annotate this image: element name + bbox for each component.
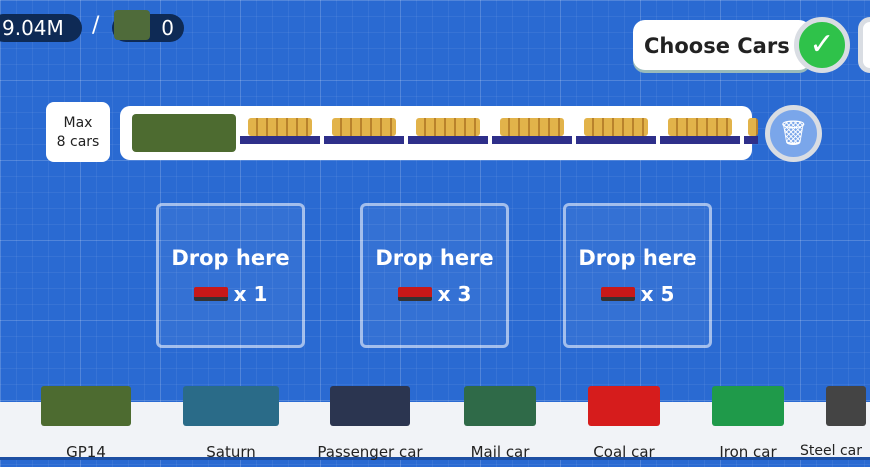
item-label: Iron car <box>719 443 777 461</box>
shelf-item-steel-car[interactable]: Steel car <box>800 386 870 459</box>
trash-button[interactable]: 🗑 <box>765 105 822 162</box>
log-car[interactable] <box>240 118 320 148</box>
drop-zone-3[interactable]: Drop here x 5 <box>563 203 712 348</box>
check-icon: ✓ <box>809 27 835 62</box>
extra-button[interactable] <box>858 17 870 73</box>
locomotive-gp14[interactable] <box>132 114 236 152</box>
item-label: Passenger car <box>317 443 423 461</box>
mail-car-icon <box>464 386 536 426</box>
log-car[interactable] <box>408 118 488 148</box>
shelf-item-gp14[interactable]: GP14 <box>16 386 156 461</box>
saturn-icon <box>183 386 279 426</box>
money-value: 9.04M <box>2 16 64 40</box>
choose-cars-label: Choose Cars <box>644 34 790 58</box>
coal-car-icon <box>193 287 228 301</box>
log-car[interactable] <box>492 118 572 148</box>
shelf-item-coal-car[interactable]: Coal car <box>554 386 694 461</box>
drop-label: Drop here <box>375 246 494 270</box>
passenger-car-icon <box>330 386 410 426</box>
choose-cars-button[interactable]: Choose Cars <box>633 20 811 70</box>
drop-label: Drop here <box>171 246 290 270</box>
shelf-item-iron-car[interactable]: Iron car <box>678 386 818 461</box>
drop-zone-2[interactable]: Drop here x 3 <box>360 203 509 348</box>
confirm-check-button[interactable]: ✓ <box>794 17 850 73</box>
money-display: 9.04M <box>0 14 82 42</box>
train-composition-bar[interactable] <box>120 106 758 160</box>
max-label: Max <box>63 115 93 131</box>
gp14-icon <box>41 386 131 426</box>
coal-car-icon <box>600 287 635 301</box>
log-car[interactable] <box>324 118 404 148</box>
steel-car-icon <box>826 386 866 426</box>
item-label: Steel car <box>800 443 862 459</box>
train-count-value: 0 <box>161 16 174 40</box>
item-label: Mail car <box>470 443 530 461</box>
log-car[interactable] <box>744 118 758 148</box>
coal-car-icon <box>588 386 660 426</box>
item-label: GP14 <box>66 443 106 461</box>
max-cars-count: 8 cars <box>56 134 100 150</box>
trash-icon: 🗑 <box>778 119 809 147</box>
log-car[interactable] <box>660 118 740 148</box>
log-car[interactable] <box>576 118 656 148</box>
shelf-item-passenger-car[interactable]: Passenger car <box>300 386 440 461</box>
shelf-item-saturn[interactable]: Saturn <box>161 386 301 461</box>
separator: / <box>92 13 100 38</box>
drop-label: Drop here <box>578 246 697 270</box>
coal-car-icon <box>397 287 432 301</box>
multiplier: x 1 <box>233 282 268 306</box>
multiplier: x 3 <box>437 282 472 306</box>
train-icon <box>114 10 150 40</box>
multiplier: x 5 <box>640 282 675 306</box>
max-cars-label: Max 8 cars <box>46 102 110 162</box>
drop-zone-1[interactable]: Drop here x 1 <box>156 203 305 348</box>
shelf-item-mail-car[interactable]: Mail car <box>430 386 570 461</box>
iron-car-icon <box>712 386 784 426</box>
train-count-display: 0 <box>112 10 184 42</box>
item-label: Saturn <box>206 443 256 461</box>
item-label: Coal car <box>593 443 655 461</box>
